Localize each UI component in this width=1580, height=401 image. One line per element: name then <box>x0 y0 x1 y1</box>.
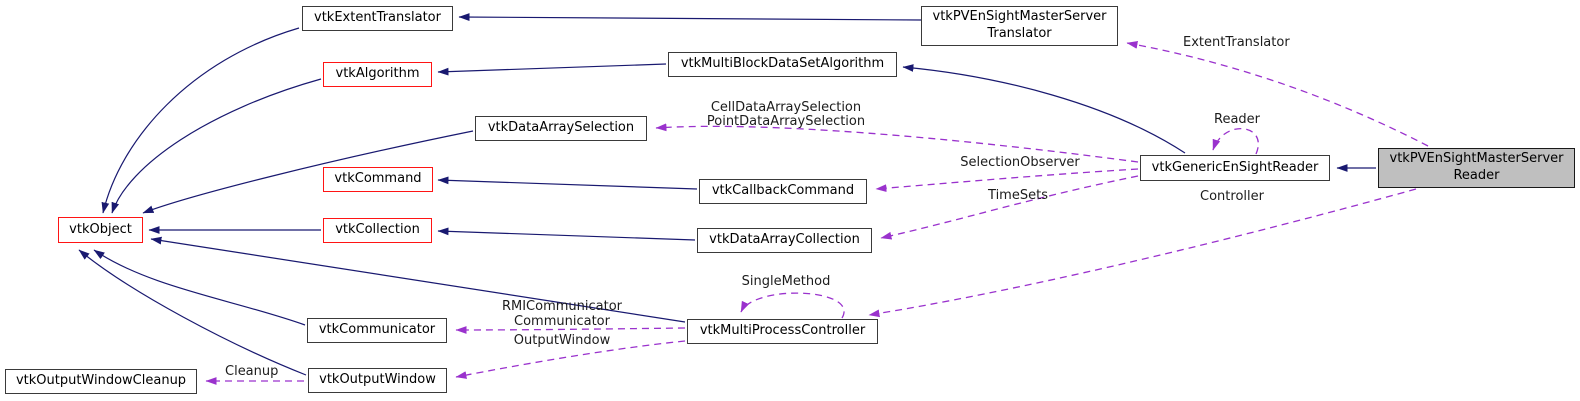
edge-genericreader-to-multiblock <box>902 64 1186 154</box>
node-label: vtkAlgorithm <box>335 66 420 82</box>
node-vtkmultiblockdatasetalgorithm[interactable]: vtkMultiBlockDataSetAlgorithm <box>668 52 897 77</box>
edge-multiprocesscontroller-to-object <box>150 236 686 323</box>
edge-extenttranslator-to-object <box>101 27 300 214</box>
edge-datacollection-to-collection <box>437 227 696 241</box>
edge-algorithm-to-object <box>111 78 322 214</box>
node-vtkmultiprocesscontroller[interactable]: vtkMultiProcessController <box>687 319 878 344</box>
edge-genericreader-to-callback <box>875 168 1139 193</box>
node-vtkcallbackcommand[interactable]: vtkCallbackCommand <box>699 179 867 204</box>
node-label: Reader <box>1453 168 1500 183</box>
edge-label-reader: Reader <box>1213 112 1261 127</box>
node-vtkalgorithm[interactable]: vtkAlgorithm <box>323 62 432 87</box>
edge-mainreader-to-multiprocesscontroller <box>868 188 1417 318</box>
edge-label-controller: Controller <box>1200 189 1264 204</box>
edge-label-cleanup: Cleanup <box>225 364 279 379</box>
edge-multiprocesscontroller-to-communicator <box>455 326 686 334</box>
edge-label-outputwindow: OutputWindow <box>513 333 611 348</box>
edge-dataselection-to-object <box>142 130 474 214</box>
edge-label-celldataarrayselection: CellDataArraySelection <box>710 100 862 115</box>
node-label: vtkCollection <box>335 222 420 238</box>
node-label: vtkPVEnSightMasterServer <box>932 9 1107 25</box>
node-label: vtkGenericEnSightReader <box>1151 159 1319 175</box>
node-label: vtkDataArraySelection <box>487 120 635 136</box>
node-vtkcollection[interactable]: vtkCollection <box>323 218 432 243</box>
edge-translator-to-extenttranslator <box>458 13 922 21</box>
edge-label-pointdataarrayselection: PointDataArraySelection <box>706 113 866 129</box>
node-label: vtkCommand <box>334 171 422 187</box>
node-label: Translator <box>987 26 1052 41</box>
edge-outputwindow-to-object <box>78 249 307 376</box>
node-vtkoutputwindow[interactable]: vtkOutputWindow <box>308 368 447 393</box>
node-label: vtkDataArrayCollection <box>709 232 860 248</box>
edge-label-timesets: TimeSets <box>988 188 1048 203</box>
edge-genericreader-reader-selfloop <box>1212 127 1259 155</box>
node-vtkobject[interactable]: vtkObject <box>58 217 143 243</box>
node-label: vtkObject <box>69 221 132 237</box>
edge-callback-to-command <box>437 176 698 190</box>
edge-label-cell-point-dataarrayselection: CellDataArraySelection PointDataArraySel… <box>707 101 865 128</box>
node-label: vtkMultiBlockDataSetAlgorithm <box>680 56 885 72</box>
node-vtkpvensightmasterservertranslator[interactable]: vtkPVEnSightMasterServer Translator <box>921 6 1118 46</box>
node-label: vtkOutputWindowCleanup <box>15 373 187 389</box>
edge-multiblock-to-algorithm <box>437 63 667 76</box>
node-vtkpvensightmasterserverreader[interactable]: vtkPVEnSightMasterServer Reader <box>1378 148 1575 188</box>
edge-mainreader-to-translator-extenttranslator <box>1126 41 1429 147</box>
node-vtkdataarrayselection[interactable]: vtkDataArraySelection <box>475 116 647 141</box>
node-vtkcommunicator[interactable]: vtkCommunicator <box>307 318 447 343</box>
node-vtkgenericensightreader[interactable]: vtkGenericEnSightReader <box>1140 155 1330 181</box>
edge-genericreader-to-datacollection <box>880 175 1139 240</box>
node-label: vtkOutputWindow <box>319 372 436 388</box>
node-vtkextenttranslator[interactable]: vtkExtentTranslator <box>302 6 453 31</box>
node-label: vtkPVEnSightMasterServer <box>1389 151 1564 167</box>
node-vtkoutputwindowcleanup[interactable]: vtkOutputWindowCleanup <box>5 369 197 394</box>
edge-multiprocesscontroller-to-outputwindow <box>455 340 686 379</box>
edge-label-extenttranslator: ExtentTranslator <box>1183 35 1290 50</box>
edge-label-selectionobserver: SelectionObserver <box>960 155 1080 170</box>
node-label: vtkExtentTranslator <box>314 10 441 26</box>
node-label: vtkCallbackCommand <box>711 183 855 199</box>
edge-multiprocesscontroller-singlemethod-selfloop <box>740 292 845 319</box>
node-vtkcommand[interactable]: vtkCommand <box>323 167 433 192</box>
node-label: vtkMultiProcessController <box>699 323 866 339</box>
edge-genericreader-to-dataselection <box>655 123 1139 163</box>
edge-label-rmicommunicator: RMICommunicator <box>501 299 623 314</box>
node-label: vtkCommunicator <box>318 322 436 338</box>
edge-communicator-to-object <box>93 249 306 326</box>
edge-label-singlemethod: SingleMethod <box>741 274 831 289</box>
node-vtkdataarraycollection[interactable]: vtkDataArrayCollection <box>697 228 872 253</box>
edge-label-communicator: Communicator <box>514 314 610 329</box>
